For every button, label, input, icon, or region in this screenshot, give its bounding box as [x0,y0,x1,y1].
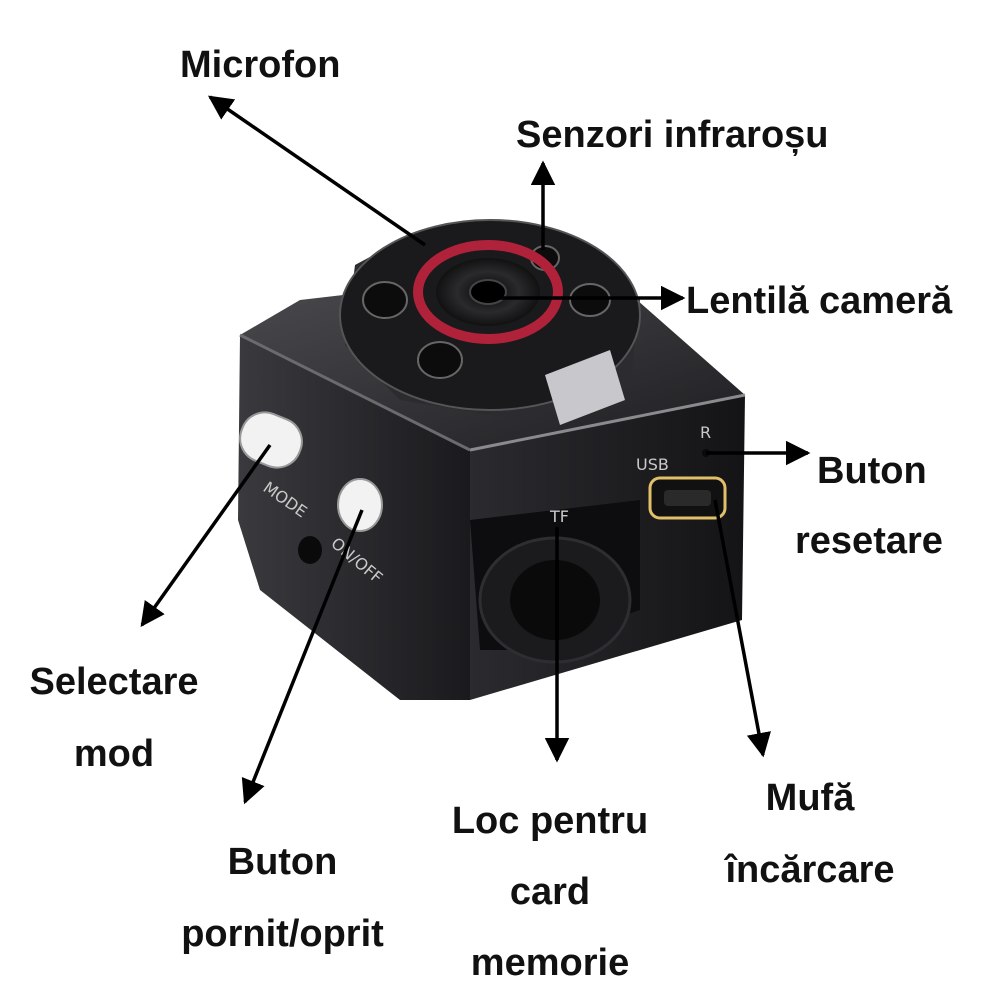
pointer-arrows [140,95,811,805]
label-microphone: Microfon [180,44,341,86]
label-reset-line2: resetare [795,520,943,562]
label-mode: Selectare mod [14,646,214,790]
ir-led-left [362,281,408,319]
label-mode-line1: Selectare [29,661,199,703]
lens-module [339,219,641,425]
side-hole [298,536,322,564]
label-reset-line1: Buton [817,450,927,492]
label-card: Loc pentru card memorie [430,786,670,999]
arrow-microphone [207,95,426,247]
label-power: Buton pornit/oprit [160,826,405,970]
arrow-charge [713,499,771,758]
usb-marking: USB [636,455,669,474]
label-mode-line2: mod [73,733,155,775]
label-charge-line1: Mufă [765,777,855,819]
label-ir-sensors: Senzori infraroșu [516,114,829,156]
tf-marking: TF [549,507,569,526]
label-card-line3: memorie [470,942,630,984]
mode-button [239,411,303,469]
label-card-line1: Loc pentru [451,800,649,842]
power-button [337,478,383,532]
ir-led-right [569,283,611,317]
reset-marking: R [700,423,711,442]
label-charge-line2: încărcare [725,849,895,891]
arrow-power [241,509,364,805]
camera-device: MODE ON/OFF TF USB R [238,219,746,700]
label-lens: Lentilă cameră [686,280,953,322]
ir-led-bottom [417,341,463,379]
label-reset: Buton resetare [795,436,943,576]
label-card-line2: card [509,871,591,913]
label-power-line1: Buton [227,841,338,883]
label-charge: Mufă încărcare [715,762,905,906]
label-power-line2: pornit/oprit [181,913,384,955]
lens-ring [413,240,563,344]
arrow-mode [140,443,272,627]
